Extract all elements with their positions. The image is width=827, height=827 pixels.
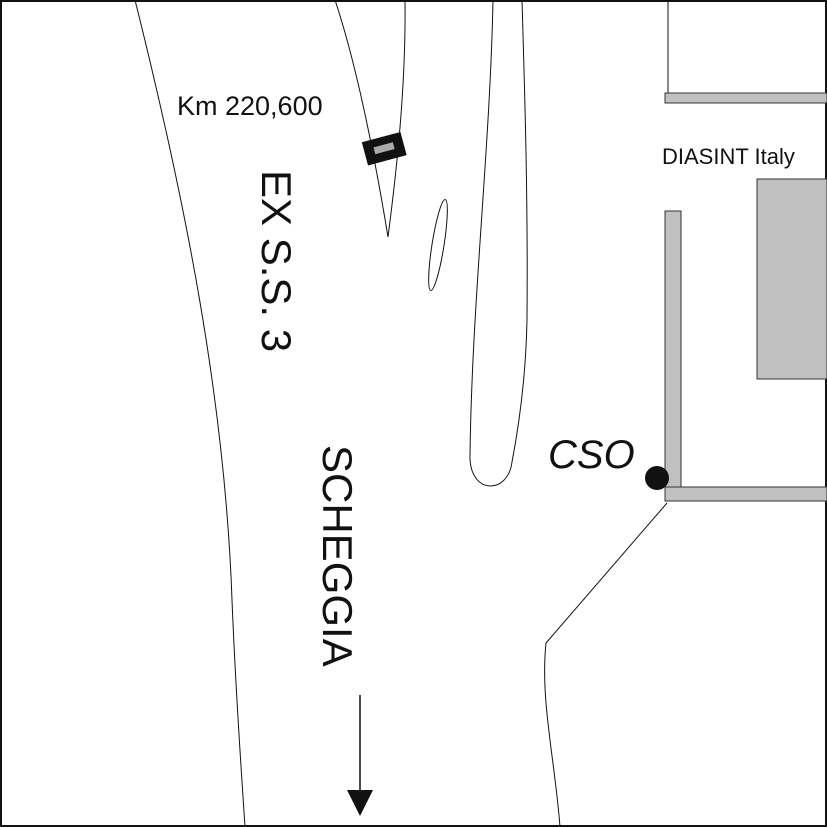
direction-label: SCHEGGIA [314, 445, 361, 667]
station-dot-icon [645, 466, 669, 490]
wall-vertical [664, 210, 682, 492]
km-marker-label: Km 220,600 [177, 91, 323, 121]
milestone-sign-icon [361, 131, 407, 166]
median-left-edge [334, 0, 389, 238]
island-median [469, 0, 528, 487]
station-label: CSO [548, 433, 635, 477]
building-diasint [756, 178, 827, 380]
median-right-edge [387, 0, 406, 238]
road-edge-left [134, 0, 246, 827]
road-label: EX S.S. 3 [253, 170, 300, 352]
arrow-down-icon [347, 695, 373, 816]
road-edge-right [544, 502, 668, 827]
wall-bottom [664, 486, 827, 502]
traffic-island [428, 199, 448, 291]
company-label: DIASINT Italy [662, 144, 795, 169]
wall-top [664, 92, 827, 104]
